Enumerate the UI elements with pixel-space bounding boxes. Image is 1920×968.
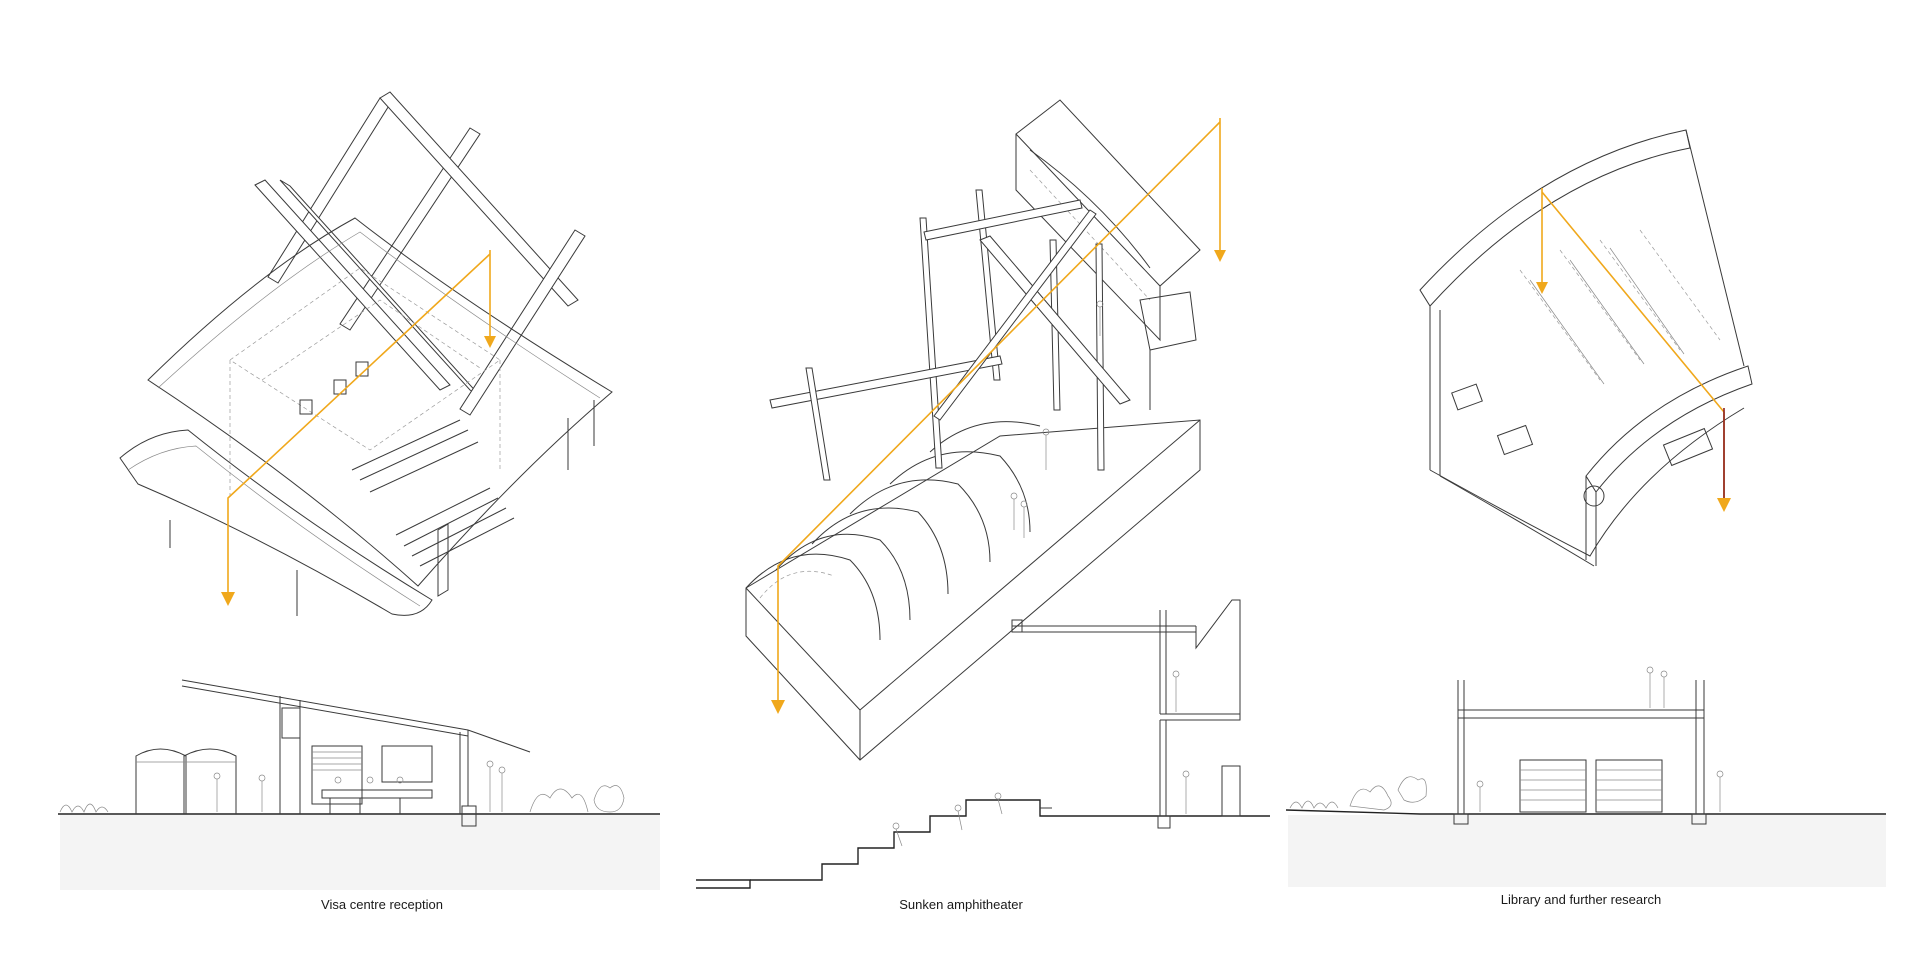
library-axonometric xyxy=(1419,129,1753,567)
library-section xyxy=(1285,666,1886,887)
caption-library: Library and further research xyxy=(1500,892,1662,907)
amphitheater-axonometric xyxy=(745,99,1226,761)
amphitheater-section xyxy=(696,599,1270,889)
visa-axonometric xyxy=(119,91,613,616)
caption-visa-centre: Visa centre reception xyxy=(321,897,443,912)
visa-section xyxy=(58,679,660,890)
library-shelves xyxy=(1519,229,1721,385)
caption-amphitheater: Sunken amphitheater xyxy=(899,897,1023,912)
